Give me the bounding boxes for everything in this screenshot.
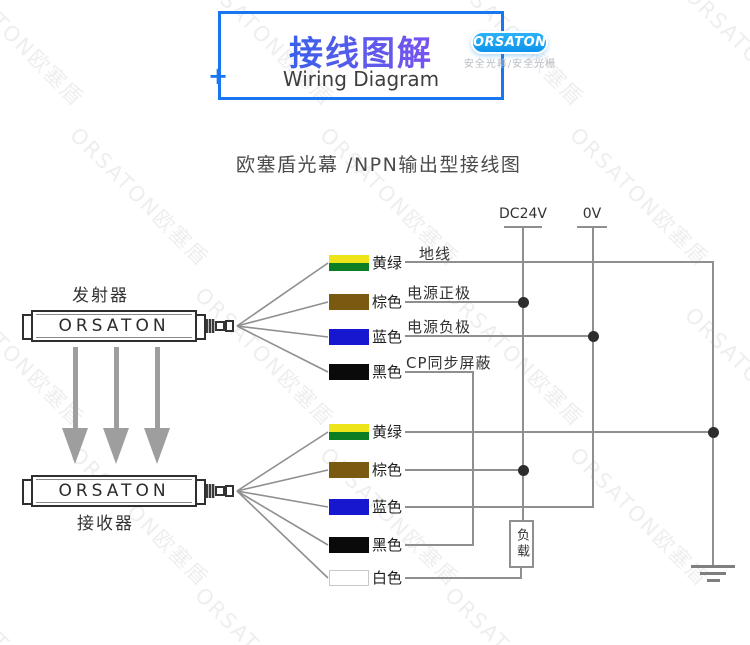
junction-dot-rx-ground (708, 427, 719, 438)
transmitter-brand-text: ORSATON (58, 316, 170, 336)
annotation-power-negative: 电源负极 (407, 318, 472, 336)
transmitter-body-inner (36, 314, 192, 338)
wire-rx-power-positive (405, 469, 523, 471)
transmitter-label: 发射器 (72, 286, 129, 306)
beam-arrow-icon (62, 428, 88, 464)
rx-wire-label: 白色 (372, 569, 403, 587)
receiver-connector-icon (206, 484, 215, 498)
receiver-label: 接收器 (77, 514, 134, 534)
fan-line (236, 490, 329, 508)
load-box: 负载 (509, 520, 534, 568)
wire-ground-vertical (712, 261, 714, 566)
fan-line (236, 469, 329, 492)
beam-arrow-icon (155, 347, 160, 430)
transmitter-connector-icon (206, 319, 215, 333)
rx-wire-label: 蓝色 (372, 498, 403, 516)
fan-line (236, 301, 329, 327)
receiver-connector-icon (225, 485, 234, 497)
beam-arrow-icon (73, 347, 78, 430)
wire-0v-vertical (592, 227, 594, 508)
tx-wire-label: 黄绿 (372, 254, 403, 272)
dc24v-label: DC24V (499, 206, 547, 222)
wire-rx-cp-shield (405, 544, 474, 546)
earth-ground-icon (700, 572, 726, 575)
page-subtitle: Wiring Diagram (282, 67, 440, 91)
wire-cp-shield-vertical (472, 371, 474, 546)
fan-line (236, 490, 329, 579)
wire-rx-power-negative (405, 506, 593, 508)
annotation-power-positive: 电源正极 (407, 284, 472, 302)
tx-wire-block-blue (329, 329, 369, 345)
wire-rx-ground (405, 431, 713, 433)
junction-dot-tx-positive (518, 297, 529, 308)
rx-wire-label: 黄绿 (372, 423, 403, 441)
receiver-connector-icon (215, 486, 225, 496)
earth-ground-icon (691, 565, 735, 568)
transmitter-right-cap (195, 314, 206, 340)
annotation-cp-shield: CP同步屏蔽 (406, 354, 492, 372)
transmitter-connector-icon (215, 321, 225, 331)
plus-mark: + (208, 62, 229, 90)
tx-wire-label: 蓝色 (372, 328, 403, 346)
annotation-ground: 地线 (419, 245, 452, 263)
fan-line (236, 262, 329, 327)
transmitter-body: ORSATON (31, 310, 197, 342)
rx-wire-label: 黑色 (372, 536, 403, 554)
transmitter-connector-icon (225, 320, 234, 332)
wire-tx-cp-shield (405, 371, 474, 373)
rx-wire-block-white (329, 570, 369, 586)
zero-v-label: 0V (582, 206, 602, 222)
header-box (218, 11, 504, 100)
tx-wire-label: 黑色 (372, 363, 403, 381)
rx-wire-block-brown (329, 462, 369, 478)
fan-line (236, 325, 329, 373)
tx-wire-block-yellow-green (329, 255, 369, 271)
page-title: 接线图解 (222, 26, 500, 75)
junction-dot-rx-positive (518, 465, 529, 476)
receiver-brand-text: ORSATON (58, 481, 170, 501)
beam-arrow-icon (103, 428, 129, 464)
receiver-body: ORSATON (31, 475, 197, 507)
wire-tx-power-negative (405, 335, 593, 337)
wire-dc24v-vertical (522, 227, 524, 520)
brand-badge-subtitle: 安全光幕/安全光栅 (463, 59, 557, 70)
junction-dot-tx-negative (588, 331, 599, 342)
fan-line (236, 490, 329, 546)
brand-badge: ORSATON (471, 31, 548, 54)
rx-wire-label: 棕色 (372, 461, 403, 479)
earth-ground-icon (707, 579, 720, 582)
wire-rx-white (405, 577, 522, 579)
rx-wire-block-blue (329, 499, 369, 515)
beam-arrow-icon (144, 428, 170, 464)
fan-line (236, 431, 329, 492)
rx-wire-block-yellow-green (329, 424, 369, 440)
receiver-body-inner (36, 479, 192, 503)
wire-white-to-load-vertical (520, 566, 522, 579)
tx-wire-block-brown (329, 294, 369, 310)
receiver-right-cap (195, 479, 206, 505)
fan-line (236, 325, 329, 338)
wire-tx-power-positive (405, 301, 523, 303)
wire-tx-ground (405, 261, 713, 263)
section-title: 欧塞盾光幕 /NPN输出型接线图 (236, 154, 522, 176)
beam-arrow-icon (114, 347, 119, 430)
tx-wire-block-black (329, 364, 369, 380)
rx-wire-block-black (329, 537, 369, 553)
tx-wire-label: 棕色 (372, 293, 403, 311)
